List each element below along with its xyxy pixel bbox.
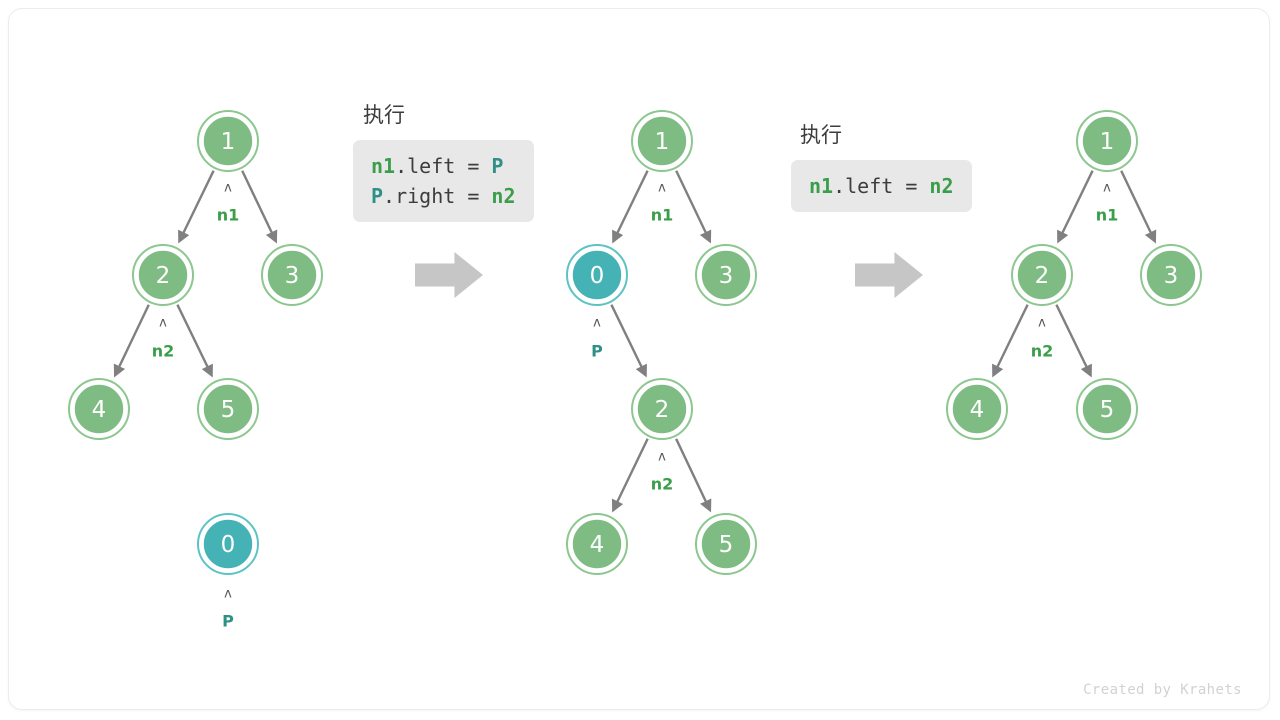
- tree-edge: [176, 304, 213, 378]
- code-token: P: [491, 154, 504, 178]
- tree-node-value: 2: [156, 263, 171, 289]
- tree-node: 2: [631, 378, 693, 440]
- arrow-separator-2-icon: [855, 252, 923, 298]
- tree-node-value: 3: [719, 263, 734, 289]
- code-token: n2: [929, 174, 954, 198]
- pointer-label: n2: [1031, 342, 1054, 361]
- tree-edge: [611, 438, 649, 513]
- tree-edge: [675, 170, 712, 244]
- tree-node: 0: [566, 244, 628, 306]
- step-separators-layer: [415, 252, 923, 298]
- tree-edge: [113, 304, 150, 378]
- tree-node: 1: [197, 110, 259, 172]
- pointer-caret-icon: ʌ: [224, 181, 232, 196]
- code-token: n2: [491, 184, 516, 208]
- tree-node-value: 5: [221, 397, 236, 423]
- tree-node-value: 3: [285, 263, 300, 289]
- credit-text: Created by Krahets: [1083, 682, 1242, 698]
- tree-node: 2: [1011, 244, 1073, 306]
- arrow-separator-1-icon: [415, 252, 483, 298]
- code-token: P: [371, 184, 384, 208]
- code-token: n1: [809, 174, 834, 198]
- pointer-caret-icon: ʌ: [224, 587, 232, 602]
- tree-edge: [1055, 304, 1092, 378]
- tree-node-value: 4: [92, 397, 107, 423]
- tree-edge: [178, 170, 215, 244]
- tree-node: 4: [566, 513, 628, 575]
- code-token: .left =: [395, 154, 492, 178]
- pointer-caret-icon: ʌ: [159, 316, 167, 331]
- step-3-title: 执行: [800, 123, 842, 147]
- tree-node-value: 1: [1100, 129, 1115, 155]
- tree-node: 4: [946, 378, 1008, 440]
- tree-edges-layer: [113, 170, 1157, 513]
- tree-node: 5: [1076, 378, 1138, 440]
- code-line: P.right = n2: [371, 181, 516, 211]
- tree-node-value: 5: [719, 532, 734, 558]
- tree-node: 2: [132, 244, 194, 306]
- tree-edge: [1120, 170, 1157, 244]
- pointer-label: n1: [1096, 206, 1119, 225]
- tree-node-value: 1: [221, 129, 236, 155]
- tree-edge: [675, 438, 712, 513]
- pointer-label: P: [591, 342, 603, 361]
- code-line: n1.left = n2: [809, 171, 954, 201]
- tree-node-value: 0: [221, 532, 236, 558]
- tree-edge: [610, 304, 647, 378]
- tree-node: 0: [197, 513, 259, 575]
- pointer-label: n1: [217, 206, 240, 225]
- pointer-caret-icon: ʌ: [658, 450, 666, 465]
- tree-node: 3: [1140, 244, 1202, 306]
- tree-edge: [1057, 170, 1094, 244]
- tree-node-value: 2: [655, 397, 670, 423]
- tree-node-value: 5: [1100, 397, 1115, 423]
- pointer-label: P: [222, 612, 234, 631]
- pointer-caret-icon: ʌ: [1103, 181, 1111, 196]
- tree-node: 1: [1076, 110, 1138, 172]
- tree-node: 5: [197, 378, 259, 440]
- tree-node-value: 4: [590, 532, 605, 558]
- tree-node: 5: [695, 513, 757, 575]
- tree-node: 3: [261, 244, 323, 306]
- pointer-caret-icon: ʌ: [593, 316, 601, 331]
- code-line: n1.left = P: [371, 151, 516, 181]
- tree-nodes-layer: 1 2 3 4 5 0 1 0 3 2 4 5 1 2 3 4 5: [68, 110, 1202, 575]
- tree-node: 1: [631, 110, 693, 172]
- tree-edge: [612, 170, 649, 244]
- tree-node: 4: [68, 378, 130, 440]
- tree-edge: [241, 170, 278, 244]
- tree-edge: [992, 304, 1029, 378]
- pointer-label: n2: [152, 342, 175, 361]
- tree-node: 3: [695, 244, 757, 306]
- step-3-code-box: n1.left = n2: [791, 160, 972, 212]
- code-token: .left =: [833, 174, 930, 198]
- tree-node-value: 1: [655, 129, 670, 155]
- pointer-label: n2: [651, 475, 674, 494]
- code-token: .right =: [383, 184, 492, 208]
- tree-node-value: 2: [1035, 263, 1050, 289]
- step-2-title: 执行: [363, 103, 405, 127]
- pointer-caret-icon: ʌ: [658, 181, 666, 196]
- pointer-label: n1: [651, 206, 674, 225]
- tree-node-value: 4: [970, 397, 985, 423]
- code-token: n1: [371, 154, 396, 178]
- pointer-caret-icon: ʌ: [1038, 316, 1046, 331]
- tree-node-value: 3: [1164, 263, 1179, 289]
- tree-node-value: 0: [590, 263, 605, 289]
